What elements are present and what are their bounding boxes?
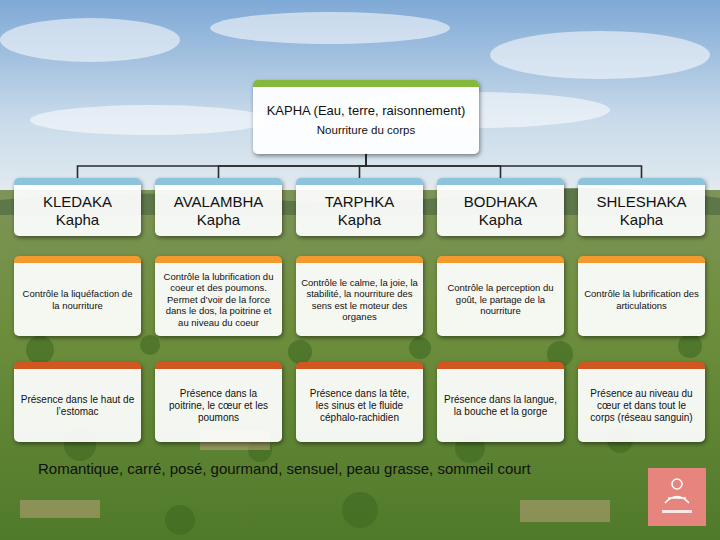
node-title: SHLESHAKA Kapha [592, 193, 691, 229]
tree-connector [366, 154, 642, 178]
category-box: SHLESHAKA Kapha [578, 178, 705, 236]
node-title: Contrôle la lubrification des articulati… [583, 288, 700, 311]
function-box: Contrôle la perception du goût, le parta… [437, 256, 564, 336]
tree-connector [219, 154, 367, 178]
function-box: Contrôle la lubrification du coeur et de… [155, 256, 282, 336]
location-box: Présence au niveau du cœur et dans tout … [578, 362, 705, 442]
node-title: KAPHA (Eau, terre, raisonnement) [267, 103, 466, 119]
node-title: KLEDAKA Kapha [28, 193, 127, 229]
node-title: Contrôle la perception du goût, le parta… [442, 282, 559, 316]
category-box: TARPHKA Kapha [296, 178, 423, 236]
category-box: BODHAKA Kapha [437, 178, 564, 236]
node-title: Présence dans la poitrine, le cœur et le… [161, 388, 276, 424]
trait-note: Romantique, carré, posé, gourmand, sensu… [38, 460, 638, 477]
location-box: Présence dans le haut de l’estomac [14, 362, 141, 442]
tree-connector [360, 154, 367, 178]
function-box: Contrôle la liquéfaction de la nourritur… [14, 256, 141, 336]
sky [0, 0, 720, 200]
fields [0, 190, 720, 540]
category-box: AVALAMBHA Kapha [155, 178, 282, 236]
function-box: Contrôle la lubrification des articulati… [578, 256, 705, 336]
clouds [0, 12, 710, 135]
function-box: Contrôle le calme, la joie, la stabilité… [296, 256, 423, 336]
node-title: Présence au niveau du cœur et dans tout … [584, 388, 699, 424]
location-box: Présence dans la tête, les sinus et le f… [296, 362, 423, 442]
location-box: Présence dans la poitrine, le cœur et le… [155, 362, 282, 442]
node-title: AVALAMBHA Kapha [169, 193, 268, 229]
node-title: Présence dans le haut de l’estomac [20, 394, 135, 418]
node-title: BODHAKA Kapha [451, 193, 550, 229]
node-title: Contrôle le calme, la joie, la stabilité… [301, 277, 418, 323]
node-title: TARPHKA Kapha [310, 193, 409, 229]
node-subtitle: Nourriture du corps [317, 124, 415, 138]
node-title: Présence dans la langue, la bouche et la… [443, 394, 558, 418]
root-box: KAPHA (Eau, terre, raisonnement) Nourritu… [253, 80, 479, 154]
node-title: Présence dans la tête, les sinus et le f… [302, 388, 417, 424]
category-box: KLEDAKA Kapha [14, 178, 141, 236]
node-title: Contrôle la liquéfaction de la nourritur… [19, 288, 136, 311]
logo [648, 468, 706, 526]
node-title: Contrôle la lubrification du coeur et de… [160, 271, 277, 328]
location-box: Présence dans la langue, la bouche et la… [437, 362, 564, 442]
tree-connector [78, 154, 367, 178]
